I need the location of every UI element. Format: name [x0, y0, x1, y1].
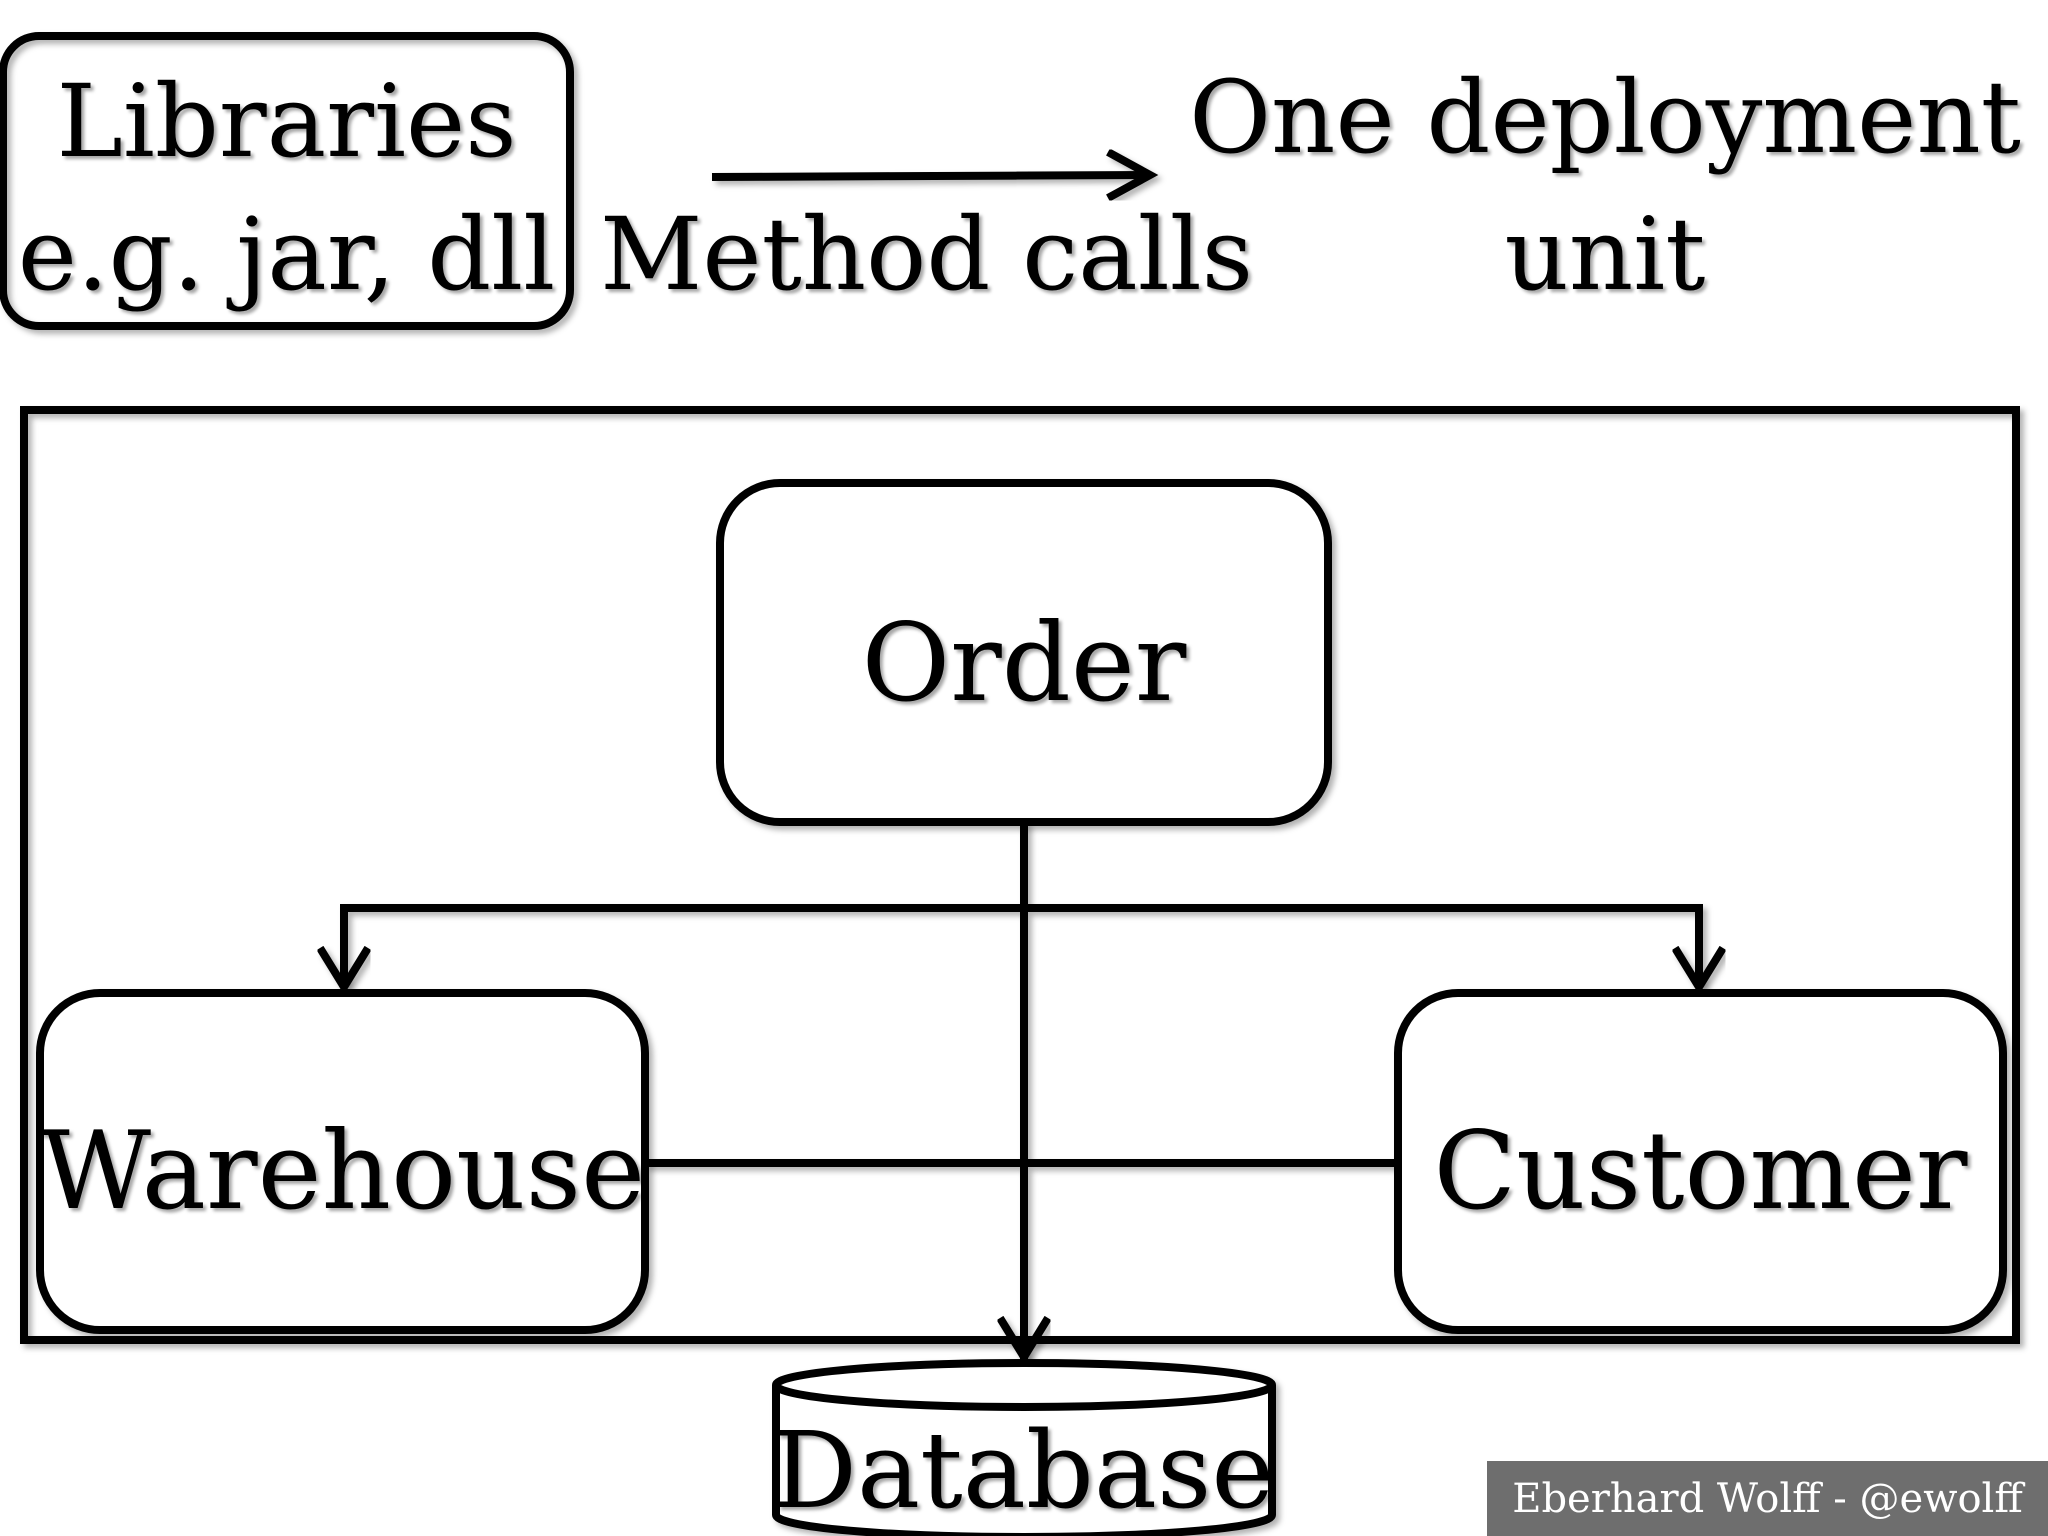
- legend-deployment-line2: unit: [1504, 196, 1706, 313]
- arrowhead-customer: [1671, 945, 1727, 995]
- warehouse-box: [36, 989, 649, 1334]
- customer-label: Customer: [1433, 1109, 1968, 1234]
- legend-deployment-line1: One deployment: [1189, 59, 2021, 176]
- order-label: Order: [861, 601, 1187, 726]
- legend-method-call-arrow: [711, 148, 1159, 202]
- connector-lines: [340, 822, 1703, 1370]
- arrowhead-database: [996, 1315, 1052, 1365]
- database-label: Database: [772, 1409, 1275, 1532]
- database-cylinder: [772, 1359, 1276, 1536]
- credit-badge: Eberhard Wolff - @ewolff: [1487, 1461, 2048, 1536]
- warehouse-label: Warehouse: [40, 1109, 646, 1234]
- legend-library-title: Libraries: [56, 63, 517, 180]
- customer-box: [1394, 989, 2007, 1334]
- legend-library-subtitle: e.g. jar, dll: [17, 196, 556, 313]
- arrowhead-warehouse: [316, 945, 372, 995]
- credit-text: Eberhard Wolff - @ewolff: [1512, 1476, 2023, 1522]
- legend-arrow-label: Method calls: [600, 196, 1254, 313]
- order-box: [716, 479, 1332, 826]
- legend-library-box: [0, 32, 574, 330]
